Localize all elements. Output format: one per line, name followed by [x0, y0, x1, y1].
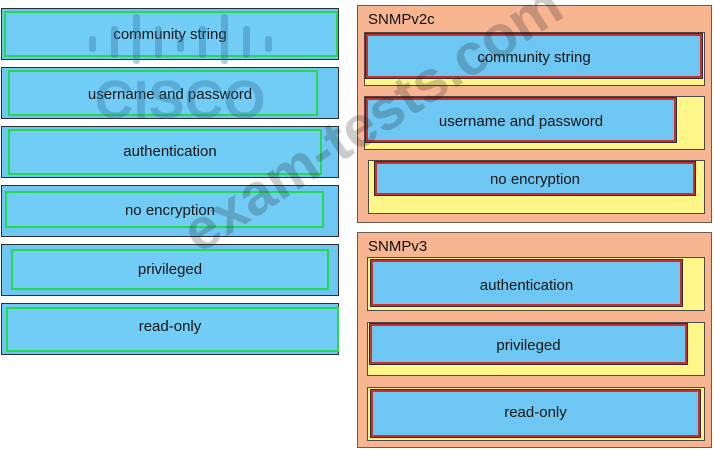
placed-item[interactable]: no encryption: [375, 162, 695, 195]
placed-item[interactable]: community string: [366, 34, 702, 78]
source-item[interactable]: username and password: [1, 67, 339, 119]
source-item-label: authentication: [123, 143, 217, 160]
placed-item-label: privileged: [496, 337, 561, 354]
source-item-label: privileged: [137, 261, 203, 278]
source-item-label: community string: [113, 26, 227, 43]
source-item[interactable]: privileged: [1, 244, 339, 296]
placed-item[interactable]: privileged: [370, 324, 687, 364]
group-title: SNMPv3: [368, 238, 428, 255]
placed-item-label: no encryption: [489, 171, 581, 188]
group-title: SNMPv2c: [368, 11, 435, 28]
placed-item[interactable]: username and password: [366, 98, 676, 142]
placed-item-label: read-only: [504, 404, 567, 421]
drop-slot[interactable]: username and password: [364, 96, 705, 150]
source-item[interactable]: no encryption: [1, 185, 339, 237]
placed-item-label: username and password: [438, 113, 604, 130]
placed-item[interactable]: read-only: [371, 390, 700, 437]
drop-slot[interactable]: read-only: [367, 387, 705, 441]
drop-slot[interactable]: no encryption: [368, 160, 705, 214]
snmpv3-group: SNMPv3 authentication privileged read-on…: [357, 232, 712, 448]
snmpv2c-group: SNMPv2c community string username and pa…: [357, 5, 712, 223]
drop-slot[interactable]: community string: [364, 32, 705, 86]
source-item-label: read-only: [138, 318, 202, 335]
source-item[interactable]: authentication: [1, 126, 339, 178]
source-item[interactable]: read-only: [1, 303, 339, 355]
source-item-label: username and password: [87, 86, 253, 103]
drop-slot[interactable]: authentication: [367, 257, 705, 311]
drop-slot[interactable]: privileged: [367, 322, 705, 376]
placed-item-label: authentication: [479, 277, 574, 294]
source-item-label: no encryption: [124, 202, 216, 219]
placed-item[interactable]: authentication: [371, 260, 682, 306]
source-item[interactable]: community string: [1, 8, 339, 60]
placed-item-label: community string: [477, 49, 591, 66]
